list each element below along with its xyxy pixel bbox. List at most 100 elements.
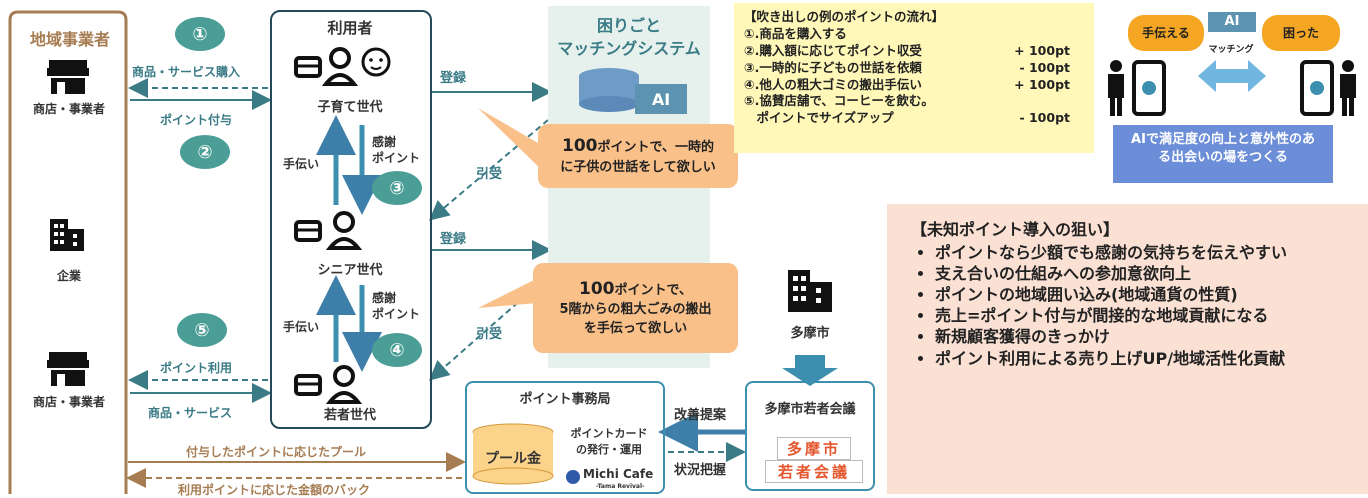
- council-title: 多摩市若者会議: [764, 402, 856, 417]
- system-title-line1: 困りごと: [596, 16, 661, 35]
- shop-icon: [47, 60, 89, 94]
- callout-top-text1: ポイントで、一時的: [597, 140, 714, 156]
- note-row-text: ①.商品を購入する: [744, 25, 847, 41]
- note-row-points: - 100pt: [1019, 110, 1070, 126]
- aim-item: 支え合いの仕組みへの参加意欲向上: [935, 263, 1355, 284]
- ai-label: AI: [651, 90, 671, 109]
- register-mid-label: 登録: [440, 232, 467, 247]
- step-5-badge: ⑤: [177, 313, 227, 347]
- callout-bottom: 100ポイントで、 5階からの粗大ごみの搬出 を手伝って欲しい: [533, 263, 738, 353]
- note-row-points: + 100pt: [1014, 76, 1070, 92]
- purchase-label: 商品・サービス購入: [132, 65, 241, 79]
- thanks-bottom-label: 感謝 ポイント: [372, 291, 421, 321]
- tama-city-label: 多摩市: [790, 326, 830, 341]
- senior-gen-label: シニア世代: [317, 263, 383, 278]
- note-row: ①.商品を購入する: [744, 26, 1084, 43]
- goods-service-label: 商品・サービス: [148, 406, 233, 420]
- matching-label: マッチング: [1208, 45, 1254, 55]
- callout-bottom-text1: ポイントで、: [614, 282, 692, 298]
- ai-tag: AI: [1208, 12, 1256, 32]
- trouble-badge: 困った: [1262, 15, 1340, 51]
- note-title: 【吹き出しの例のポイントの流れ】: [744, 9, 945, 24]
- note-row: ④.他人の粗大ゴミの搬出手伝い + 100pt: [744, 77, 1084, 94]
- card-line1: ポイントカード: [570, 427, 648, 440]
- council-stamp-line1: 多摩市: [777, 437, 851, 460]
- callout-top-text2: に子供の世話をして欲しい: [560, 159, 716, 175]
- aim-item: 売上=ポイント付与が間接的な地域貢献になる: [935, 305, 1355, 326]
- ai-database-icon: [579, 68, 687, 114]
- helper-badge: 手伝える: [1128, 15, 1204, 51]
- callout-top: 100ポイントで、一時的 に子供の世話をして欲しい: [538, 124, 738, 188]
- office-title: ポイント事務局: [519, 392, 611, 407]
- shop-icon: [47, 352, 89, 386]
- operators-title: 地域事業者: [29, 30, 110, 49]
- note-row: ③.一時的に子どもの世話を依頼- 100pt: [744, 60, 1084, 77]
- help-bottom-label: 手伝い: [283, 320, 320, 334]
- status-label: 状況把握: [674, 463, 727, 478]
- callout-bottom-text2: 5階からの粗大ごみの搬出: [559, 302, 712, 318]
- note-row-points: + 100pt: [1014, 42, 1070, 58]
- note-row-text: ②.購入額に応じてポイント収受: [744, 42, 922, 58]
- shop-top-label: 商店・事業者: [32, 102, 105, 116]
- aim-item: ポイントなら少額でも感謝の気持ちを伝えやすい: [935, 242, 1355, 263]
- council-stamp-line2: 若者会議: [765, 460, 863, 483]
- improve-label: 改善提案: [674, 408, 727, 423]
- callout-pointer-top: [478, 108, 550, 178]
- pool-cylinder-icon: [472, 423, 554, 485]
- back-line-label: 利用ポイントに応じた金額のバック: [178, 483, 371, 497]
- aim-item: ポイントの地域囲い込み(地域通貨の性質): [935, 284, 1355, 305]
- step-3-badge: ③: [372, 171, 422, 205]
- troubled-person-icon: [1300, 60, 1356, 116]
- point-office-box: [465, 381, 665, 494]
- users-panel: [270, 10, 432, 429]
- step-1-badge: ①: [175, 17, 225, 51]
- pool-label: プール金: [485, 451, 541, 467]
- help-top-label: 手伝い: [283, 157, 320, 171]
- council-box: [745, 381, 875, 491]
- note-row: ⑤.協賛店舗で、コーヒーを飲む。: [744, 93, 1084, 110]
- system-title-line2: マッチングシステム: [557, 39, 701, 58]
- callout-top-points: 100: [562, 136, 598, 157]
- note-row: ポイントでサイズアップ - 100pt: [744, 110, 1084, 127]
- aim-list: ポイントなら少額でも感謝の気持ちを伝えやすい支え合いの仕組みへの参加意欲向上ポイ…: [911, 242, 1355, 369]
- callout-bottom-text3: を手伝って欲しい: [583, 321, 688, 337]
- step-2-badge: ②: [180, 135, 230, 169]
- card-line2: の発行・運用: [576, 443, 642, 456]
- aim-item: ポイント利用による売り上げUP/地域活性化貢献: [935, 348, 1355, 369]
- users-title: 利用者: [327, 19, 373, 37]
- note-row-points: - 100pt: [1019, 59, 1070, 75]
- ai-caption: AIで満足度の向上と意外性のある出会いの場をつくる: [1113, 125, 1333, 183]
- note-row-text: ポイントでサイズアップ: [744, 110, 894, 126]
- child-gen-label: 子育て世代: [317, 100, 383, 115]
- point-use-label: ポイント利用: [160, 361, 233, 375]
- cafe-name: Michi Cafe: [583, 467, 654, 481]
- register-top-label: 登録: [440, 71, 467, 86]
- aim-title: 【未知ポイント導入の狙い】: [911, 220, 1120, 239]
- city-building-icon: [788, 270, 832, 312]
- accept-top-label: 引受: [476, 167, 503, 182]
- callout-pointer-bottom: [478, 272, 550, 308]
- point-grant-label: ポイント付与: [160, 113, 233, 127]
- note-row-text: ④.他人の粗大ゴミの搬出手伝い: [744, 76, 922, 92]
- aim-panel: 【未知ポイント導入の狙い】 ポイントなら少額でも感謝の気持ちを伝えやすい支え合い…: [887, 204, 1368, 494]
- callout-bottom-points: 100: [579, 278, 615, 299]
- family-icon: [294, 47, 391, 86]
- note-row: ②.購入額に応じてポイント収受 + 100pt: [744, 43, 1084, 60]
- cafe-logo-icon: [566, 470, 580, 484]
- building-icon: [50, 219, 84, 251]
- step-4-badge: ④: [372, 333, 422, 367]
- helper-person-icon: [1108, 60, 1166, 116]
- senior-icon: [294, 211, 363, 250]
- accept-bottom-label: 引受: [476, 327, 503, 342]
- thanks-top-label: 感謝 ポイント: [372, 135, 421, 165]
- double-arrow-icon: [1198, 60, 1266, 92]
- note-row-text: ⑤.協賛店舗で、コーヒーを飲む。: [744, 93, 934, 109]
- company-label: 企業: [56, 269, 81, 283]
- young-gen-label: 若者世代: [323, 408, 376, 423]
- cafe-sub: -Tama Revival-: [596, 483, 645, 490]
- pool-line-label: 付与したポイントに応じたプール: [186, 445, 367, 459]
- aim-item: 新規顧客獲得のきっかけ: [935, 326, 1355, 347]
